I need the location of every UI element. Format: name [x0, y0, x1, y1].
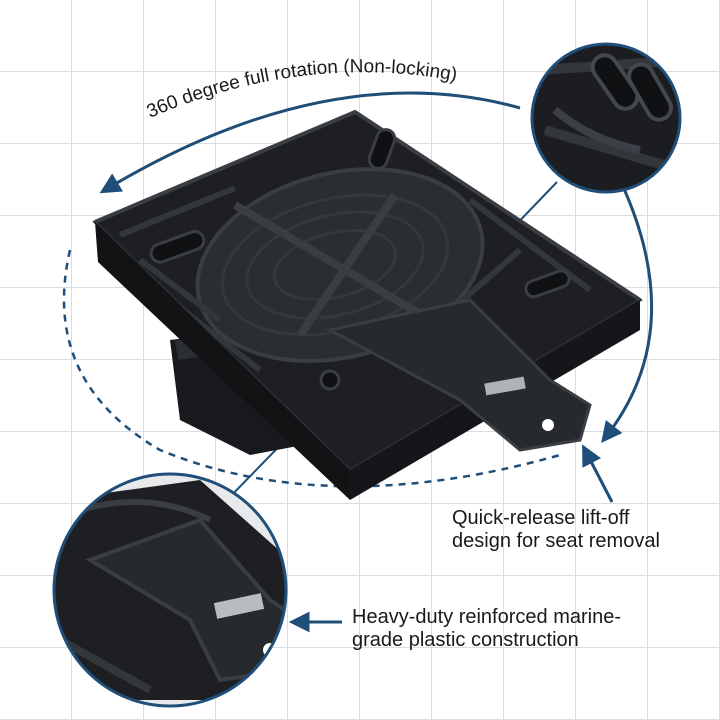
quick-release-label: Quick-release lift-off design for seat r…	[452, 507, 702, 553]
curved-arrow-icon	[601, 179, 654, 443]
curved-arrow-icon	[99, 91, 521, 194]
rotation-label: 360 degree full rotation (Non-locking)	[144, 56, 459, 122]
heavy-duty-label: Heavy-duty reinforced marine- grade plas…	[352, 606, 682, 652]
zoom-ring-top	[530, 42, 682, 194]
detail-zoom-top	[532, 44, 680, 192]
rotation-label-path: 360 degree full rotation (Non-locking)	[144, 56, 459, 122]
heavy-duty-line2: grade plastic construction	[352, 629, 579, 651]
arrow-icon	[582, 444, 614, 503]
quick-release-latch	[325, 298, 592, 452]
heavy-duty-line1: Heavy-duty reinforced marine-	[352, 606, 621, 628]
quick-release-line2: design for seat removal	[452, 530, 660, 552]
rotation-dashed-path	[62, 249, 561, 488]
detail-zoom-bottom	[54, 474, 286, 706]
mounting-plate	[92, 109, 643, 500]
quick-release-line1: Quick-release lift-off	[452, 507, 630, 529]
zoom-ring-bottom	[52, 472, 288, 708]
